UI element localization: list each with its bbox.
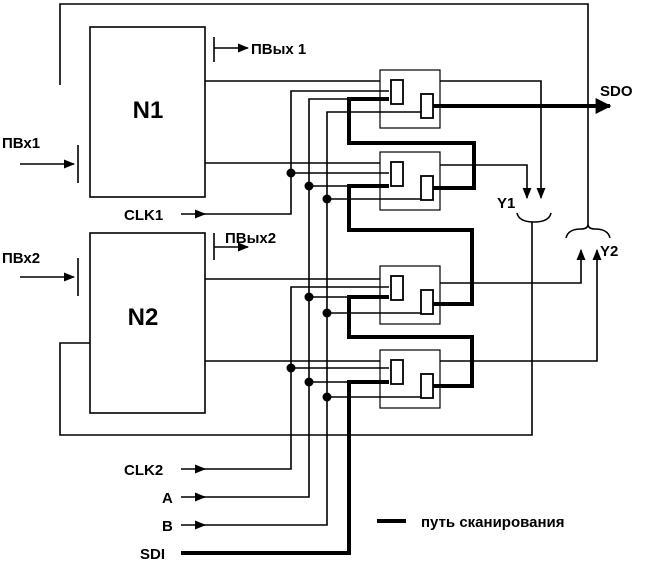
input-clk2-label: CLK2 [124,462,163,479]
scan-cell-4 [379,349,441,409]
legend-scan-path-label: путь сканирования [421,514,565,531]
junction-dots [286,168,332,402]
input-a-label: A [162,490,173,507]
input-clk1-label: CLK1 [124,207,163,224]
block-n2: N2 [89,232,206,414]
output-sdo-label: SDO [600,83,633,100]
legend: путь сканирования [377,514,565,531]
output-y1-label: Y1 [497,195,515,212]
output-pvyx1-label: ПВых 1 [251,41,306,58]
input-pvx1-label: ПВх1 [2,135,40,152]
output-y2-label: Y2 [600,243,618,260]
output-pvyx2-label: ПВых2 [225,230,276,247]
block-n1: N1 [89,26,206,198]
input-b-label: B [162,518,173,535]
scan-cell-3 [379,265,441,325]
scan-path [181,97,612,555]
block-n1-label: N1 [133,97,164,124]
block-n2-label: N2 [128,304,159,331]
scan-cell-1 [379,69,441,129]
input-pvx2-label: ПВх2 [2,250,40,267]
input-sdi-label: SDI [140,546,165,563]
scan-cell-2 [379,151,441,211]
